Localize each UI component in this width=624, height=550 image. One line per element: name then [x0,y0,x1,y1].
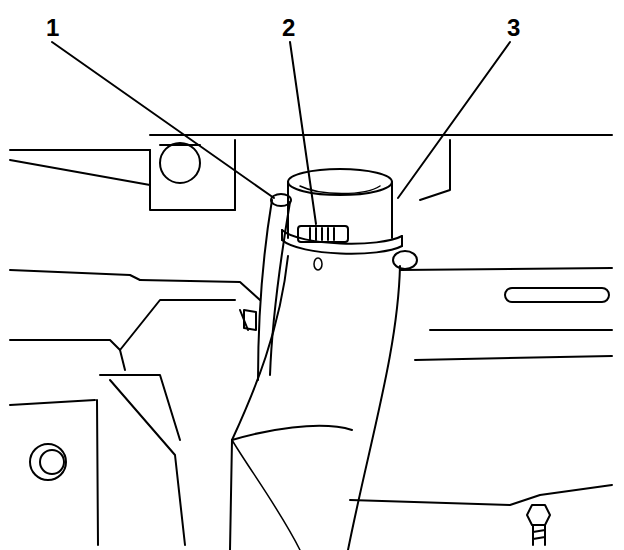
callout-number: 2 [280,16,297,40]
callout-number: 3 [505,16,522,40]
callout-number: 1 [44,16,61,40]
